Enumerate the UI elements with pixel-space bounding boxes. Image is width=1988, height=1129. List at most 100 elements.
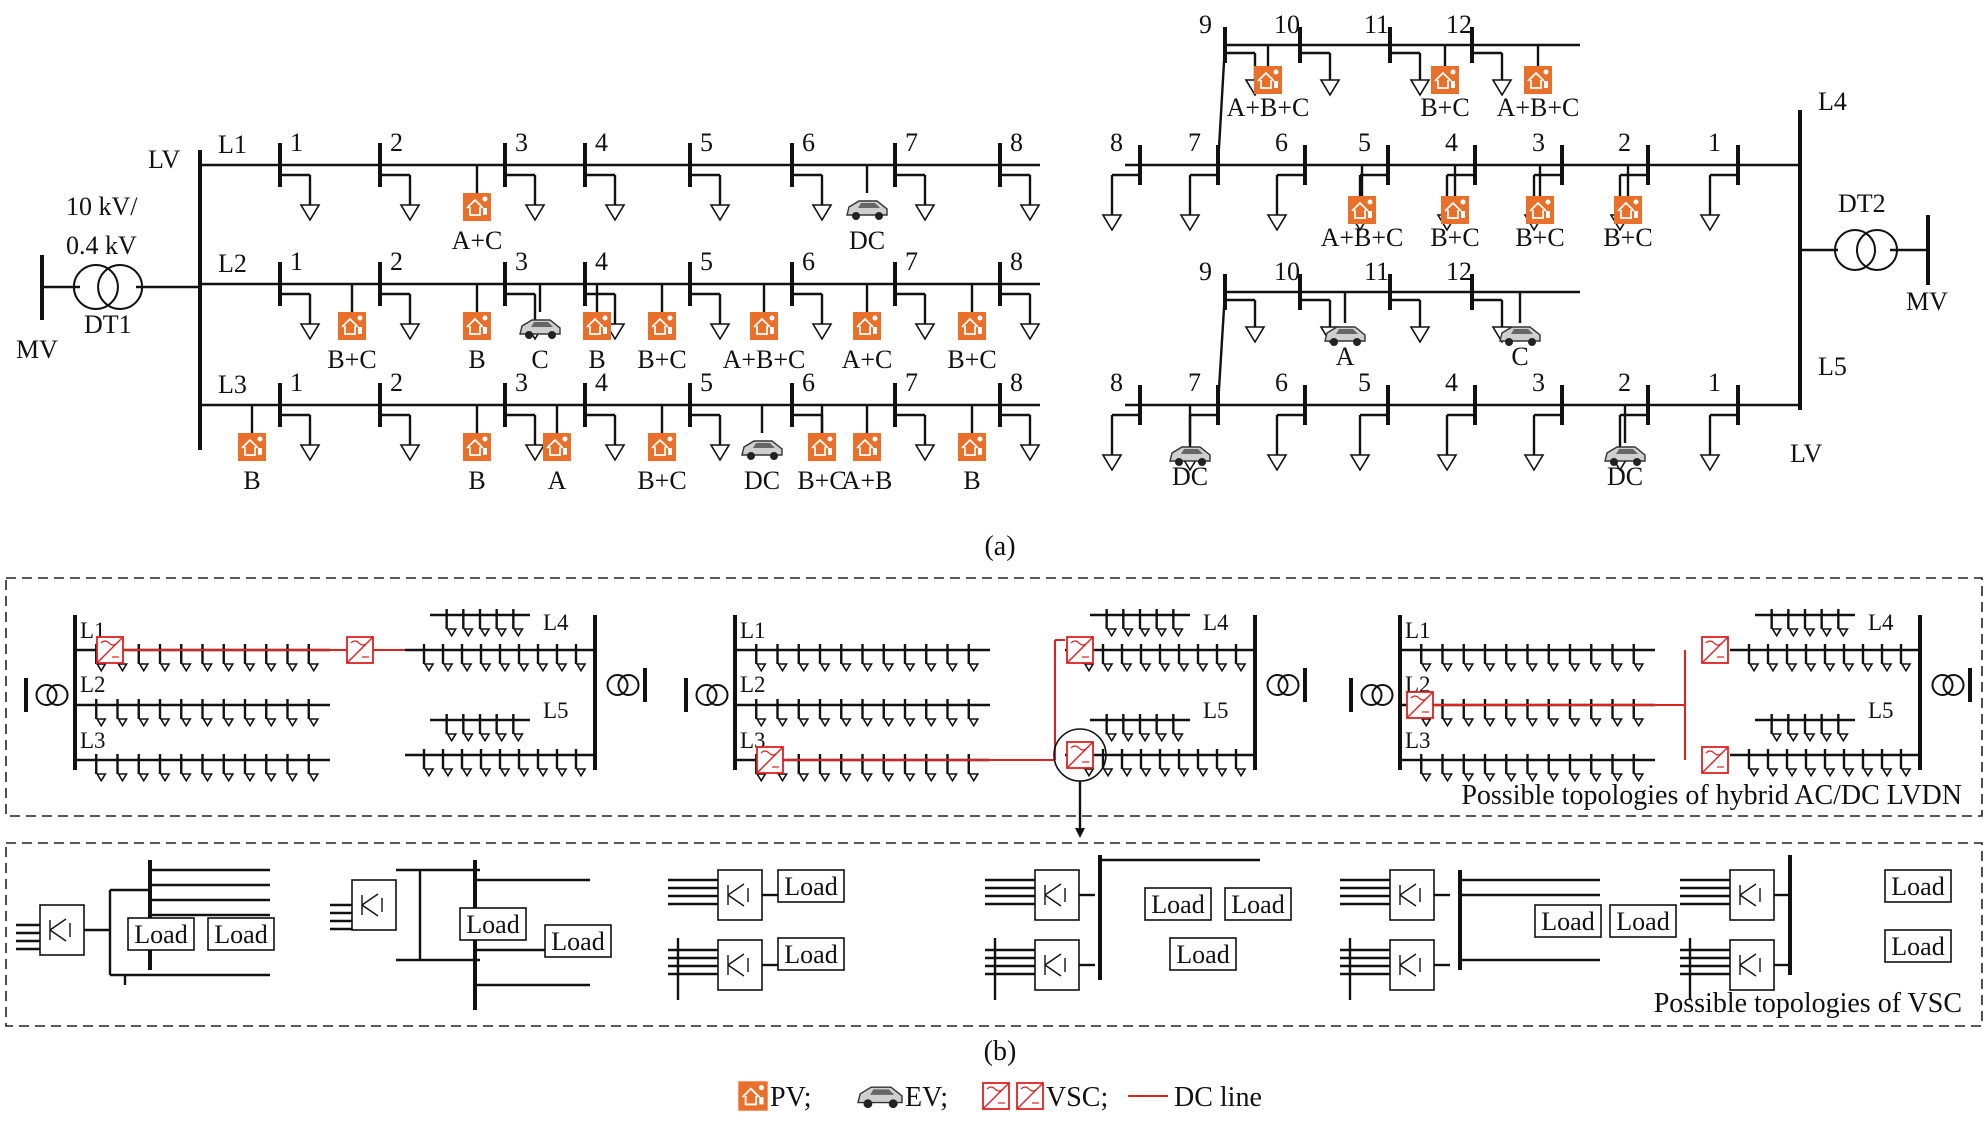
load-arrow-icon <box>755 718 767 728</box>
load-arrow-icon <box>862 718 873 728</box>
load-arrow-icon <box>1442 663 1453 673</box>
mini-transformer-icon <box>695 684 729 706</box>
vsc-icon <box>1066 636 1094 664</box>
device-label: B <box>963 466 980 495</box>
load-arrow-icon <box>1821 733 1833 743</box>
pv-icon <box>808 433 836 461</box>
device-label: A+B+C <box>1227 93 1310 122</box>
load-arrow-icon <box>499 663 511 673</box>
load-arrow-icon <box>1019 323 1041 341</box>
node-number: 11 <box>1364 257 1389 286</box>
load-arrow-icon <box>1699 454 1721 472</box>
load-arrow-icon <box>1824 663 1836 673</box>
load-arrow-icon <box>1179 214 1201 232</box>
mv-label-right: MV <box>1906 287 1948 316</box>
pv-icon <box>338 312 366 340</box>
node-number: 6 <box>802 128 815 157</box>
device-label: B+C <box>327 345 376 374</box>
load-arrow-icon <box>1837 628 1849 638</box>
load-arrow-icon <box>1771 628 1783 638</box>
load-arrow-icon <box>1771 733 1783 743</box>
load-arrow-icon <box>1748 768 1760 778</box>
mini-label-l3: L3 <box>80 728 106 753</box>
pv-icon <box>463 193 491 221</box>
load-arrow-icon <box>159 718 171 728</box>
load-arrow-icon <box>1821 628 1833 638</box>
load-arrow-icon <box>1409 326 1431 344</box>
load-arrow-icon <box>512 628 524 638</box>
load-arrow-icon <box>524 204 546 222</box>
load-arrow-icon <box>819 663 831 673</box>
igbt-converter-icon <box>1034 869 1080 921</box>
load-arrow-icon <box>399 444 421 462</box>
load-arrow-icon <box>840 773 852 783</box>
node-number: 6 <box>1275 368 1288 397</box>
load-arrow-icon <box>287 718 298 728</box>
ev-icon <box>846 200 888 220</box>
legend-vsc-icon <box>982 1082 1010 1110</box>
load-arrow-icon <box>299 323 321 341</box>
load-arrow-icon <box>755 663 767 673</box>
load-label: Load <box>784 940 837 969</box>
feeder-label-l5: L5 <box>1818 352 1847 381</box>
node-number: 4 <box>595 368 608 397</box>
node-number: 4 <box>595 128 608 157</box>
load-arrow-icon <box>496 628 508 638</box>
dt2-name: DT2 <box>1838 189 1886 218</box>
load-arrow-icon <box>925 663 937 673</box>
mini-label-l5: L5 <box>1203 698 1229 723</box>
load-arrow-icon <box>819 718 831 728</box>
load-arrow-icon <box>461 768 473 778</box>
load-arrow-icon <box>223 773 235 783</box>
load-arrow-icon <box>1266 454 1288 472</box>
device-label: A+B+C <box>1321 223 1404 252</box>
load-arrow-icon <box>862 773 873 783</box>
load-arrow-icon <box>287 663 298 673</box>
mini-transformer-icon <box>35 684 69 706</box>
legend: PV;EV;VSC;DC line <box>738 1081 1262 1113</box>
load-arrow-icon <box>537 768 549 778</box>
load-arrow-icon <box>914 444 936 462</box>
load-arrow-icon <box>947 663 958 673</box>
load-arrow-icon <box>1235 768 1247 778</box>
device-label: B+C <box>1515 223 1564 252</box>
load-arrow-icon <box>1172 733 1184 743</box>
node-number: 7 <box>905 247 918 276</box>
load-box <box>459 907 527 941</box>
load-arrow-icon <box>1505 773 1517 783</box>
mini-label-l5: L5 <box>543 698 569 723</box>
load-arrow-icon <box>904 718 916 728</box>
device-label: A <box>1336 342 1355 371</box>
load-arrow-icon <box>138 663 150 673</box>
load-arrow-icon <box>1569 663 1581 673</box>
pv-icon <box>1526 196 1554 224</box>
ev-icon <box>1169 446 1211 466</box>
load-arrow-icon <box>1463 773 1475 783</box>
load-arrow-icon <box>1140 768 1152 778</box>
load-arrow-icon <box>1178 663 1190 673</box>
load-box <box>1609 904 1677 938</box>
node-number: 5 <box>700 247 713 276</box>
legend-vsc-label: VSC; <box>1046 1082 1108 1113</box>
pv-icon <box>958 433 986 461</box>
load-arrow-icon <box>968 773 980 783</box>
feeder-label-l1: L1 <box>218 130 247 159</box>
node-number: 10 <box>1274 10 1300 39</box>
pv-icon <box>543 433 571 461</box>
load-arrow-icon <box>265 663 277 673</box>
load-arrow-icon <box>1106 628 1118 638</box>
dt1-transformer-icon <box>72 264 144 310</box>
load-arrow-icon <box>1319 79 1341 97</box>
load-label: Load <box>134 920 187 949</box>
load-arrow-icon <box>925 718 937 728</box>
load-arrow-icon <box>1837 733 1849 743</box>
load-arrow-icon <box>811 323 833 341</box>
mini-label-l4: L4 <box>1868 610 1894 635</box>
load-arrow-icon <box>287 773 298 783</box>
device-label: B <box>243 466 260 495</box>
load-arrow-icon <box>777 773 788 783</box>
pv-icon <box>750 312 778 340</box>
vsc-caption: Possible topologies of VSC <box>1654 988 1962 1019</box>
mini-label-l2: L2 <box>740 672 766 697</box>
load-arrow-icon <box>1633 718 1645 728</box>
